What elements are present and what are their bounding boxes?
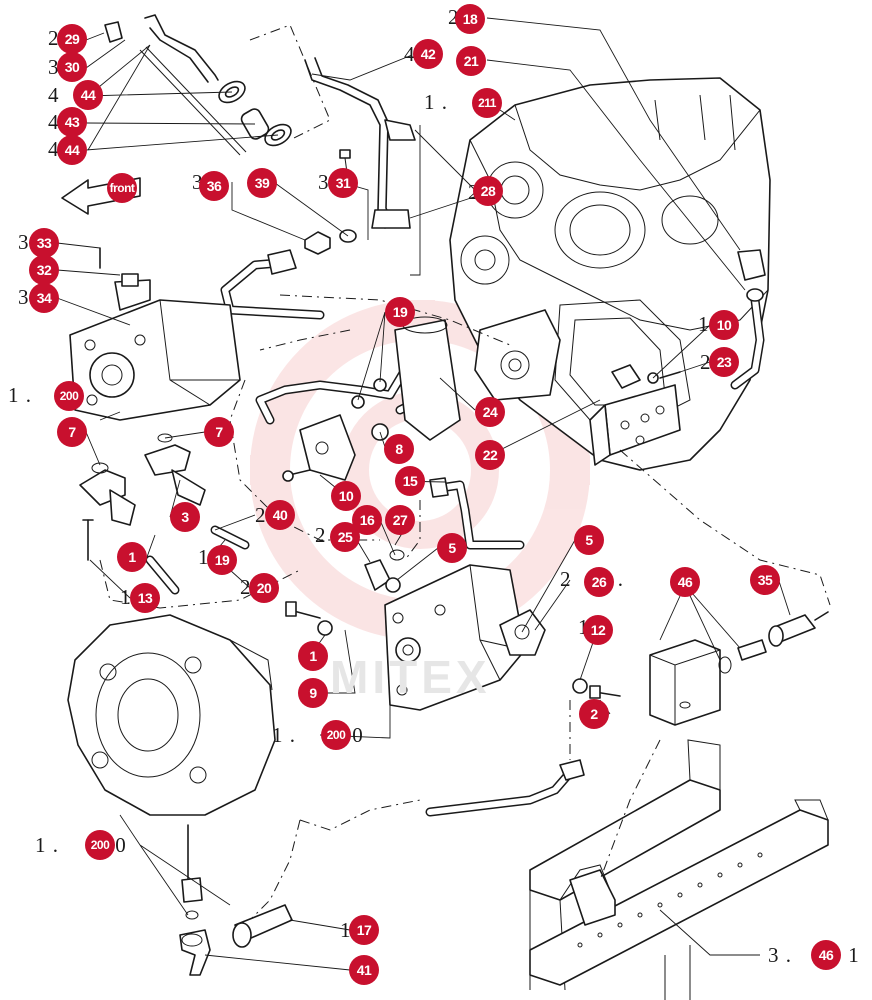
callout-badge[interactable]: 10: [709, 310, 739, 340]
callout-badge[interactable]: 1: [298, 641, 328, 671]
callout-badge[interactable]: 13: [130, 583, 160, 613]
dipstick-assembly: [104, 14, 331, 156]
ref-text: 2: [315, 523, 327, 547]
bolt-10: [282, 469, 311, 482]
ref-text: 1 .: [8, 383, 32, 407]
callout-badge[interactable]: 33: [29, 228, 59, 258]
ref-text: 1 . 0: [272, 723, 364, 747]
callout-badge[interactable]: 8: [384, 434, 414, 464]
callout-badge[interactable]: 200: [321, 720, 351, 750]
callout-badge[interactable]: 18: [455, 4, 485, 34]
callout-badge[interactable]: 35: [750, 565, 780, 595]
callout-badge[interactable]: 5: [437, 533, 467, 563]
ref-text: 3: [18, 230, 30, 254]
hose-upper: [220, 249, 325, 320]
callout-badge[interactable]: 15: [395, 466, 425, 496]
ref-text: 2: [448, 5, 460, 29]
callout-badge[interactable]: 25: [330, 522, 360, 552]
ref-text: 1: [698, 312, 710, 336]
callout-badge[interactable]: 22: [475, 440, 505, 470]
ref-text: 3 . 1: [768, 943, 860, 967]
front-badge[interactable]: front: [107, 173, 137, 203]
ref-text: 3: [192, 170, 204, 194]
ref-text: 1: [120, 585, 132, 609]
callout-badge[interactable]: 36: [199, 171, 229, 201]
ref-text: 2: [560, 567, 572, 591]
ref-text: 4: [404, 42, 416, 66]
callout-badge[interactable]: 31: [328, 168, 358, 198]
ref-text: 2: [255, 503, 267, 527]
callout-badge[interactable]: 46: [811, 940, 841, 970]
ref-text: 1: [198, 545, 210, 569]
callout-badge[interactable]: 44: [73, 80, 103, 110]
callout-badge[interactable]: 29: [57, 24, 87, 54]
pipe-19-20: [99, 525, 301, 609]
callout-badge[interactable]: 30: [57, 52, 87, 82]
callout-badge[interactable]: 10: [331, 481, 361, 511]
valve-block: [649, 611, 829, 726]
callout-badge[interactable]: 43: [57, 107, 87, 137]
callout-badge[interactable]: 2: [579, 699, 609, 729]
lower-hose: [179, 700, 585, 976]
ref-text: 4: [48, 137, 60, 161]
ref-text: 3: [48, 55, 60, 79]
callout-badge[interactable]: 20: [249, 573, 279, 603]
callout-badge[interactable]: 26: [584, 567, 614, 597]
center-hoses: [229, 316, 461, 541]
callout-badge[interactable]: 200: [54, 381, 84, 411]
ref-text: 2: [240, 575, 252, 599]
connection-lines: [259, 294, 831, 881]
callout-badge[interactable]: 17: [349, 915, 379, 945]
gear-housing: [67, 614, 276, 816]
ref-text: 4: [48, 83, 60, 107]
ref-text: 2: [48, 26, 60, 50]
callout-badge[interactable]: 34: [29, 283, 59, 313]
chassis-frame: [529, 739, 829, 1000]
callout-badge[interactable]: 21: [456, 46, 486, 76]
callout-badge[interactable]: 19: [207, 545, 237, 575]
callout-badge[interactable]: 28: [473, 176, 503, 206]
callout-badge[interactable]: 46: [670, 567, 700, 597]
callout-badge[interactable]: 19: [385, 297, 415, 327]
callout-badge[interactable]: 39: [247, 168, 277, 198]
callout-badge[interactable]: 23: [709, 347, 739, 377]
callout-badge[interactable]: 41: [349, 955, 379, 985]
lower-pump: [285, 549, 621, 711]
ref-text: 1 . 0: [35, 833, 127, 857]
callout-badge[interactable]: 32: [29, 255, 59, 285]
callout-badge[interactable]: 200: [85, 830, 115, 860]
callout-badge[interactable]: 7: [204, 417, 234, 447]
ref-text: 3: [18, 285, 30, 309]
hose-right: [611, 249, 766, 390]
breather-pipe: [304, 57, 416, 229]
elbow-fittings: [79, 433, 206, 561]
callout-badge[interactable]: 24: [475, 397, 505, 427]
callout-badge[interactable]: 7: [57, 417, 87, 447]
callout-badge[interactable]: 27: [385, 505, 415, 535]
ref-text: 2: [700, 350, 712, 374]
ref-text: 4: [48, 110, 60, 134]
left-pump: [69, 247, 241, 421]
callout-badge[interactable]: 5: [574, 525, 604, 555]
callout-badge[interactable]: 3: [170, 502, 200, 532]
transmission-housing: [449, 77, 771, 471]
callout-badge[interactable]: 1: [117, 542, 147, 572]
watermark-text: MITEX: [330, 651, 491, 703]
callout-badge[interactable]: 40: [265, 500, 295, 530]
ref-text: 1: [340, 918, 352, 942]
callout-badge[interactable]: 44: [57, 135, 87, 165]
pipe-15: [429, 477, 525, 550]
callout-badge[interactable]: 12: [583, 615, 613, 645]
callout-badge[interactable]: 211: [472, 88, 502, 118]
ref-text: 3: [318, 170, 330, 194]
callout-badge[interactable]: 9: [298, 678, 328, 708]
callout-badge[interactable]: 42: [413, 39, 443, 69]
